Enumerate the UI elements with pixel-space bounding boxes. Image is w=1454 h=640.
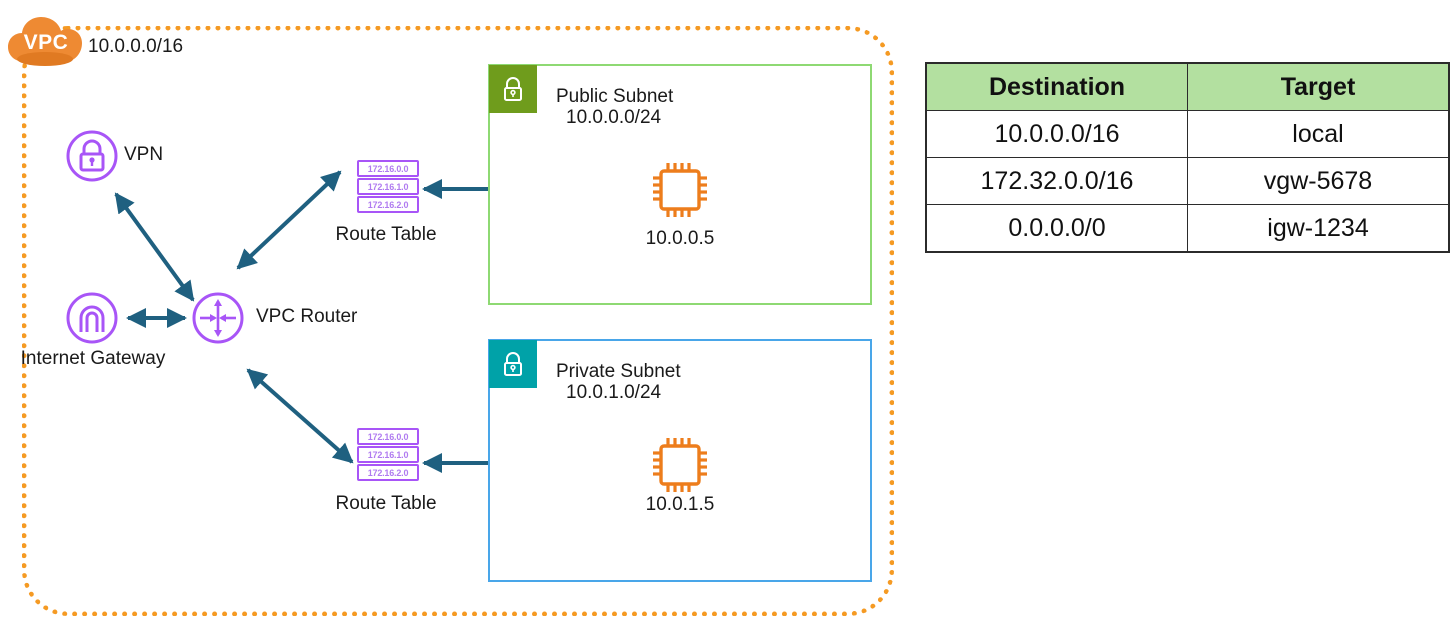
route-table-public[interactable]: 172.16.0.0 172.16.1.0 172.16.2.0 xyxy=(357,160,419,214)
ec2-chip-icon xyxy=(653,163,707,217)
table-row: 10.0.0.0/16 local xyxy=(925,110,1450,158)
vpc-cloud-badge: VPC xyxy=(6,12,86,68)
route-table-row: 172.16.0.0 xyxy=(357,428,419,445)
route-table-private[interactable]: 172.16.0.0 172.16.1.0 172.16.2.0 xyxy=(357,428,419,482)
route-table-row: 172.16.2.0 xyxy=(357,464,419,481)
lock-icon xyxy=(489,340,537,388)
internet-gateway-label: Internet Gateway xyxy=(20,348,166,369)
private-subnet: Private Subnet 10.0.1.0/24 xyxy=(488,339,872,582)
route-table-row: 172.16.1.0 xyxy=(357,446,419,463)
vpc-router-label: VPC Router xyxy=(256,306,358,327)
public-subnet: Public Subnet 10.0.0.0/24 xyxy=(488,64,872,305)
vpc-cidr-label: 10.0.0.0/16 xyxy=(88,36,184,57)
route-destination: 0.0.0.0/0 xyxy=(925,204,1188,253)
arrow-router-to-public-route-table xyxy=(236,170,342,270)
route-destination: 10.0.0.0/16 xyxy=(925,110,1188,158)
route-table-public-caption: Route Table xyxy=(335,224,437,245)
vpn-icon[interactable] xyxy=(66,130,118,182)
ec2-instance-public-ip: 10.0.0.5 xyxy=(645,228,715,249)
table-row: 172.32.0.0/16 vgw-5678 xyxy=(925,157,1450,205)
vpn-label: VPN xyxy=(124,144,164,165)
routes-table: Destination Target 10.0.0.0/16 local 172… xyxy=(925,62,1450,253)
routes-table-header-row: Destination Target xyxy=(925,62,1450,111)
ec2-instance-private-ip: 10.0.1.5 xyxy=(645,494,715,515)
ec2-instance-private[interactable] xyxy=(648,433,712,497)
vpc-router-icon[interactable] xyxy=(192,292,244,344)
route-target: vgw-5678 xyxy=(1187,157,1450,205)
routes-table-header-destination: Destination xyxy=(925,62,1188,111)
private-subnet-title: Private Subnet xyxy=(556,361,681,382)
ec2-instance-public[interactable] xyxy=(648,158,712,222)
route-table-row: 172.16.2.0 xyxy=(357,196,419,213)
private-subnet-cidr: 10.0.1.0/24 xyxy=(566,382,662,403)
route-target: igw-1234 xyxy=(1187,204,1450,253)
arrow-router-to-private-route-table xyxy=(246,368,354,464)
route-table-row: 172.16.1.0 xyxy=(357,178,419,195)
route-target: local xyxy=(1187,110,1450,158)
public-subnet-cidr: 10.0.0.0/24 xyxy=(566,107,662,128)
ec2-chip-icon xyxy=(653,438,707,492)
vpc-boundary xyxy=(22,26,894,616)
public-subnet-title: Public Subnet xyxy=(556,86,674,107)
internet-gateway-icon[interactable] xyxy=(66,292,118,344)
route-table-row: 172.16.0.0 xyxy=(357,160,419,177)
vpc-badge-label: VPC xyxy=(23,31,69,54)
cloud-icon xyxy=(8,17,82,66)
route-destination: 172.32.0.0/16 xyxy=(925,157,1188,205)
arrow-vpn-to-router xyxy=(114,192,195,302)
table-row: 0.0.0.0/0 igw-1234 xyxy=(925,204,1450,253)
routes-table-header-target: Target xyxy=(1187,62,1450,111)
route-table-private-caption: Route Table xyxy=(335,493,437,514)
lock-icon xyxy=(489,65,537,113)
